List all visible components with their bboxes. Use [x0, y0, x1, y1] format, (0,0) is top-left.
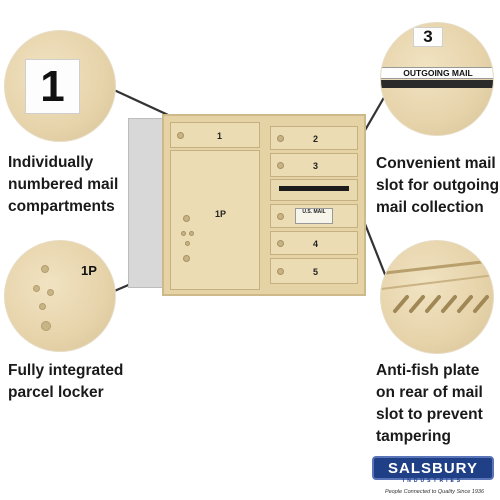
lock-icon	[277, 268, 284, 275]
compartments-caption: Individually numbered mail compartments	[8, 154, 119, 215]
lock-icon	[277, 162, 284, 169]
brand-sub: INDUSTRIES	[402, 478, 464, 484]
antifish-caption: Anti-fish plate on rear of mail slot to …	[376, 362, 483, 445]
lock-icon	[277, 135, 284, 142]
rivet-icon	[189, 231, 194, 236]
usps-label: U.S. MAIL	[295, 208, 333, 224]
keyhole-icon	[41, 265, 49, 273]
door-number-label: 1	[217, 131, 223, 141]
lock-icon	[277, 213, 284, 220]
door-number-label: 2	[313, 134, 319, 144]
compartment-door-2[interactable]: 2	[270, 126, 358, 150]
rivet-icon	[185, 241, 190, 246]
keyhole-icon	[183, 215, 190, 222]
outgoing-mail-plate: OUTGOING MAIL	[381, 67, 493, 79]
usps-access-door[interactable]: U.S. MAIL	[270, 204, 358, 228]
brand-name: SALSBURY	[388, 459, 478, 477]
compartment-number-card: 1	[25, 59, 80, 114]
door-number-label: 3	[313, 161, 319, 171]
rivet-icon	[39, 303, 46, 310]
salsbury-logo: SALSBURY	[372, 456, 494, 480]
parcel-callout-circle: 1P	[4, 240, 116, 352]
parcel-badge-label: 1P	[81, 263, 97, 278]
door-number-label: 5	[313, 267, 319, 277]
brand-tagline: People Connected to Quality Since 1936	[384, 489, 485, 495]
door-number-label: 4	[313, 239, 319, 249]
outgoing-mail-slot[interactable]	[279, 186, 349, 191]
compartment-door-1[interactable]: 1	[170, 122, 260, 148]
lock-icon	[177, 132, 184, 139]
compartment-door-5[interactable]: 5	[270, 258, 358, 284]
rivet-icon	[181, 231, 186, 236]
outgoing-mail-slot-panel	[270, 179, 358, 201]
mail-slot-opening	[381, 80, 493, 88]
mailbox-unit: 1 1P 2 3 U.S. MAIL 4 5	[162, 114, 366, 296]
lock-icon	[277, 240, 284, 247]
anti-fish-plate-icon	[381, 259, 493, 313]
lock-icon	[183, 255, 190, 262]
compartment-door-3[interactable]: 3	[270, 153, 358, 177]
door-number-card: 3	[413, 27, 443, 47]
rivet-icon	[33, 285, 40, 292]
lock-icon	[41, 321, 51, 331]
parcel-caption: Fully integrated parcel locker	[8, 362, 124, 401]
compartment-door-4[interactable]: 4	[270, 231, 358, 255]
antifish-callout-circle	[380, 240, 494, 354]
outgoing-caption: Convenient mail slot for outgoing mail c…	[376, 155, 500, 216]
parcel-locker-door[interactable]: 1P	[170, 150, 260, 290]
outgoing-callout-circle: 3 OUTGOING MAIL	[380, 22, 494, 136]
rivet-icon	[47, 289, 54, 296]
compartment-callout-circle: 1	[4, 30, 116, 142]
parcel-locker-label: 1P	[215, 209, 227, 219]
